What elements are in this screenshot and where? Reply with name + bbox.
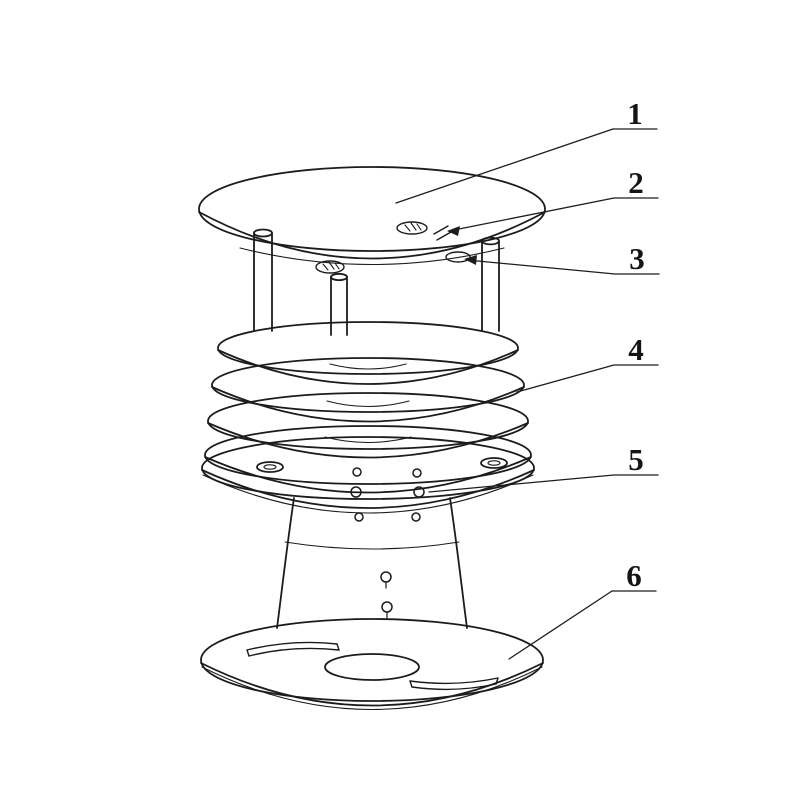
fitting-hatch	[404, 222, 422, 232]
top-cap-surface	[198, 166, 546, 252]
louver-stack	[201, 321, 535, 514]
body-hole-target	[413, 486, 425, 498]
top-cap	[198, 166, 546, 265]
body-edge-right	[449, 497, 468, 629]
leader-arrowhead-3	[464, 255, 477, 265]
top-plate-fitting-center	[315, 260, 345, 274]
louver-base-plate	[201, 436, 535, 514]
leader-line-5	[428, 474, 659, 493]
base-plate-hole-left	[256, 461, 284, 473]
callout-4: 4	[516, 332, 659, 393]
base-slot-right	[409, 677, 499, 691]
leader-arrowhead-2	[447, 226, 460, 236]
callout-number-1: 1	[627, 96, 643, 131]
callouts: 1 2 3 4 5 6	[395, 96, 660, 660]
callout-2: 2	[447, 165, 659, 236]
callout-5: 5	[428, 442, 659, 493]
callout-number-6: 6	[626, 558, 642, 593]
inner-tube-hints	[324, 363, 412, 444]
top-plate-hole	[445, 251, 471, 263]
post-left	[253, 228, 273, 332]
top-cap-underside-edge	[239, 247, 505, 265]
callout-number-3: 3	[629, 241, 645, 276]
leader-line-6	[508, 590, 657, 660]
leader-line-4	[516, 364, 659, 393]
callout-6: 6	[508, 558, 657, 660]
screw-detail	[433, 225, 452, 241]
body-holes	[350, 467, 425, 619]
leader-line-2	[448, 197, 659, 232]
louver-2	[211, 357, 525, 423]
callout-number-5: 5	[628, 442, 644, 477]
callout-number-4: 4	[628, 332, 644, 367]
top-cap-rim	[198, 211, 546, 260]
louver-4	[204, 425, 532, 494]
base-slot-left	[246, 641, 340, 657]
callout-3: 3	[464, 241, 660, 276]
base-center-hole	[324, 653, 420, 681]
louver-3	[207, 392, 529, 459]
body-edge-left	[276, 497, 295, 629]
post-middle	[330, 272, 348, 336]
callout-number-2: 2	[628, 165, 644, 200]
sensor-body	[276, 467, 468, 629]
top-plate-fitting-left	[396, 221, 428, 235]
leader-line-1	[395, 128, 658, 204]
base-plate-hole-right	[480, 457, 508, 469]
base-plate	[200, 618, 544, 711]
fitting-hatch-2	[322, 261, 340, 271]
body-seam	[284, 541, 460, 550]
leader-line-3	[466, 259, 660, 275]
post-right	[481, 236, 500, 332]
mounting-posts	[253, 228, 500, 336]
top-plate-details	[315, 221, 471, 274]
base-plate-rim	[200, 662, 544, 707]
base-plate-rim-inner	[201, 666, 543, 711]
callout-1: 1	[395, 96, 658, 204]
base-plate-surface	[200, 618, 544, 702]
